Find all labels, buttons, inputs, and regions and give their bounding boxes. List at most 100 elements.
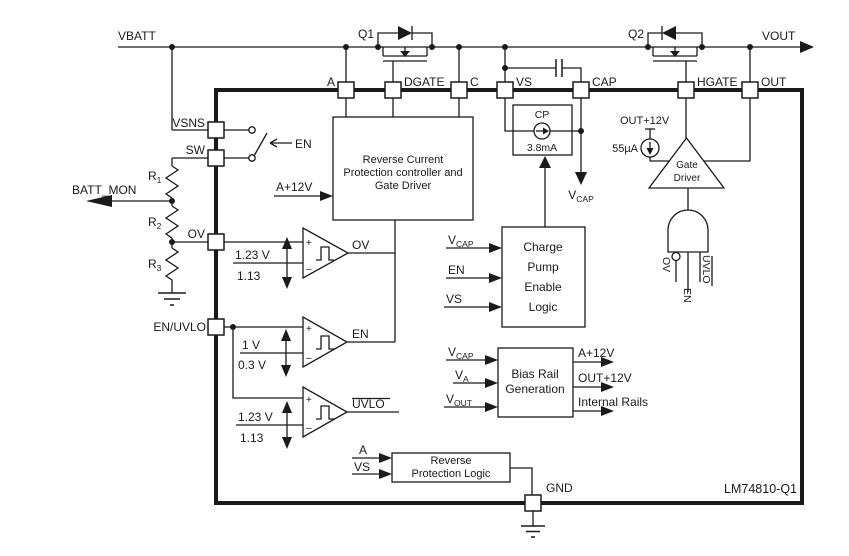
pin-vs-label: VS xyxy=(516,75,532,89)
pin-en-uvlo xyxy=(207,318,225,336)
resistor-r2-icon xyxy=(164,205,180,239)
cp-enable-in-en: EN xyxy=(448,263,465,277)
resistor-r1-icon xyxy=(164,165,180,199)
comparator-triangle-icon xyxy=(302,385,349,439)
vbatt-label: VBATT xyxy=(118,29,156,43)
pin-dgate-label: DGATE xyxy=(404,75,444,89)
pin-en-uvlo-label: EN/UVLO xyxy=(153,320,206,334)
and-in-ov-label: OV xyxy=(660,257,672,272)
ov-comp-output-label: OV xyxy=(352,238,369,252)
uvlo-comp-output-label: UVLO xyxy=(352,397,385,411)
resistor-r3-icon xyxy=(164,247,180,281)
hysteresis-icon xyxy=(316,246,334,261)
rcp-block: Reverse Current Protection controller an… xyxy=(274,116,474,221)
gate-driver-triangle-icon xyxy=(647,136,726,189)
hysteresis-icon xyxy=(316,335,334,350)
pin-hgate-label: HGATE xyxy=(697,75,737,89)
pin-gnd xyxy=(524,494,542,512)
vcap-node-label: VCAP xyxy=(568,188,594,204)
gate-driver-line2: Driver xyxy=(674,173,701,184)
cp-enable-line3: Enable xyxy=(524,280,562,294)
ov-rise-threshold: 1.23 V xyxy=(235,248,270,262)
and-in-uvlo-label: UVLO xyxy=(700,255,712,284)
pin-dgate xyxy=(384,81,402,99)
en-comparator: + – 1 V 0.3 V EN xyxy=(224,315,395,377)
junction-dots xyxy=(169,44,753,71)
comparator-triangle-icon xyxy=(302,226,350,280)
ov-fall-threshold: 1.13 xyxy=(237,269,261,283)
pin-out-label: OUT xyxy=(761,75,787,89)
rpl-in-a: A xyxy=(359,443,367,457)
pin-out xyxy=(741,81,759,99)
batt-mon-label: BATT_MON xyxy=(72,183,136,197)
r1-label: R1 xyxy=(148,169,162,185)
r3-label: R3 xyxy=(148,257,162,273)
ov-comparator: + – 1.23 V 1.13 OV xyxy=(224,226,395,289)
ground-icon xyxy=(158,292,186,306)
external-top-wires xyxy=(171,47,751,131)
pin-c-label: C xyxy=(470,75,479,89)
q1-label: Q1 xyxy=(358,27,374,41)
pin-vs xyxy=(496,81,514,99)
bias-line1: Bias Rail xyxy=(511,367,558,381)
charge-pump-block: CP 3.8mA VCAP xyxy=(512,104,594,204)
pin-a xyxy=(337,81,355,99)
switch-blade xyxy=(253,132,268,157)
en-rise-threshold: 1 V xyxy=(242,338,260,352)
svg-text:–: – xyxy=(306,264,312,275)
enable-switch: EN xyxy=(224,126,312,162)
gnd-ground-icon xyxy=(521,511,545,538)
gate-driver: OUT+12V 55µA Gate Driver OV EN UVLO xyxy=(612,115,726,303)
cp-enable-in-vs: VS xyxy=(446,292,462,306)
pin-cap-label: CAP xyxy=(592,75,617,89)
cp-enable-arrow xyxy=(539,156,551,168)
ic-pins: A DGATE C VS CAP HGATE OUT VSNS SW OV EN… xyxy=(153,75,787,512)
bias-in-vcap: VCAP xyxy=(448,345,474,361)
inverter-bubble-icon xyxy=(671,251,681,262)
pin-vsns-label: VSNS xyxy=(172,116,205,130)
pin-vsns xyxy=(207,121,225,139)
q2-label: Q2 xyxy=(628,27,644,41)
cp-enable-line4: Logic xyxy=(529,300,558,314)
bias-in-vout: VOUT xyxy=(446,392,472,408)
uvlo-fall-threshold: 1.13 xyxy=(240,431,264,445)
gate-driver-line1: Gate xyxy=(676,160,698,171)
rpl-line1: Reverse xyxy=(431,455,472,467)
hysteresis-icon xyxy=(316,405,334,420)
cp-title: CP xyxy=(535,109,550,121)
svg-text:+: + xyxy=(306,324,312,335)
svg-text:+: + xyxy=(306,238,312,249)
and-in-en-label: EN xyxy=(681,288,693,303)
pin-a-label: A xyxy=(327,75,335,89)
cp-enable-line1: Charge xyxy=(523,240,563,254)
cp-enable-block: Charge Pump Enable Logic VCAP EN VS xyxy=(444,226,586,328)
pin-sw xyxy=(207,149,225,167)
svg-text:–: – xyxy=(306,423,312,434)
battery-monitor-divider: BATT_MON R1 R2 R3 xyxy=(72,157,208,306)
rpl-line2: Protection Logic xyxy=(412,468,491,480)
en-comp-output-label: EN xyxy=(352,327,369,341)
svg-text:+: + xyxy=(306,395,312,406)
vout-arrow xyxy=(800,41,814,53)
svg-text:–: – xyxy=(306,353,312,364)
gate-driver-supply-label: OUT+12V xyxy=(620,115,670,127)
bias-in-va: VA xyxy=(455,368,469,384)
en-fall-threshold: 0.3 V xyxy=(238,358,266,372)
pin-c xyxy=(450,81,468,99)
bias-out-out12: OUT+12V xyxy=(578,371,632,385)
bias-rail-block: Bias Rail Generation VCAP VA VOUT A+12V … xyxy=(444,345,648,418)
batt-mon-arrow xyxy=(86,195,112,207)
vcap-node-arrow xyxy=(575,172,587,185)
and-gate-icon xyxy=(667,209,709,253)
pin-hgate xyxy=(677,81,695,99)
rcp-line1: Reverse Current xyxy=(363,154,444,166)
bias-out-a12: A+12V xyxy=(578,346,614,360)
r2-label: R2 xyxy=(148,215,162,231)
rcp-line2: Protection controller and xyxy=(343,167,462,179)
pin-ov-label: OV xyxy=(188,227,205,241)
pin-sw-label: SW xyxy=(186,143,206,157)
q2-mosfet-icon: Q2 xyxy=(628,26,703,82)
gate-driver-current-label: 55µA xyxy=(612,143,639,155)
bias-line2: Generation xyxy=(505,382,564,396)
internal-wires xyxy=(345,98,751,495)
